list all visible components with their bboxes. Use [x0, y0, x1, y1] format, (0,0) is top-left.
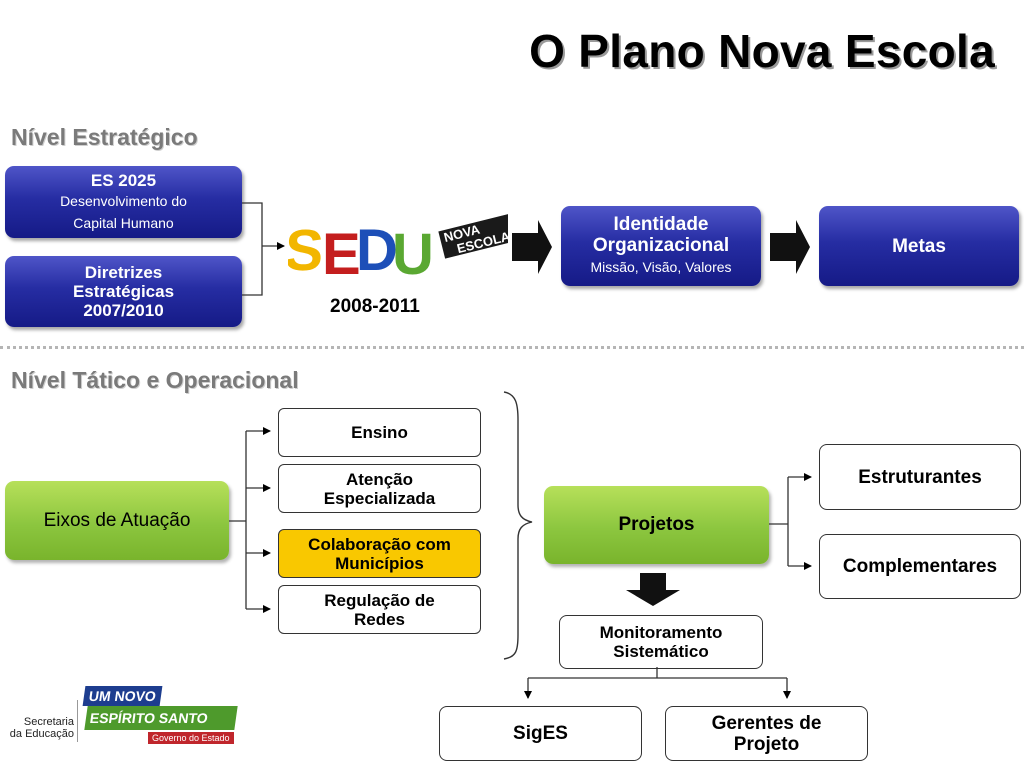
atencao-box[interactable]: Atenção Especializada	[278, 464, 481, 513]
diretrizes-box[interactable]: Diretrizes Estratégicas 2007/2010	[5, 256, 242, 327]
atencao-line1: Atenção	[345, 469, 414, 489]
ensino-box[interactable]: Ensino	[278, 408, 481, 457]
um-novo-es-logo: UM NOVO ESPÍRITO SANTO Governo do Estado	[82, 686, 238, 748]
complementares-box[interactable]: Complementares	[819, 534, 1021, 599]
arrow-to-identidade-icon	[512, 220, 552, 274]
svg-text:D: D	[356, 218, 398, 283]
regulacao-box[interactable]: Regulação de Redes	[278, 585, 481, 634]
eixos-label: Eixos de Atuação	[43, 509, 191, 531]
regulacao-line1: Regulação de	[324, 590, 435, 610]
governo-badge: Governo do Estado	[148, 732, 234, 744]
es2025-title: ES 2025	[90, 170, 157, 190]
svg-text:U: U	[392, 222, 434, 284]
ensino-label: Ensino	[351, 423, 408, 442]
identidade-line2: Organizacional	[592, 235, 730, 256]
section-divider	[0, 346, 1024, 349]
colaboracao-line1: Colaboração com	[308, 534, 451, 554]
estruturantes-label: Estruturantes	[858, 466, 982, 488]
projetos-box[interactable]: Projetos	[544, 486, 769, 564]
metas-box[interactable]: Metas	[819, 206, 1019, 286]
atencao-line2: Especializada	[323, 488, 436, 508]
projetos-label: Projetos	[618, 514, 695, 535]
identidade-box[interactable]: Identidade Organizacional Missão, Visão,…	[561, 206, 761, 286]
colaboracao-box[interactable]: Colaboração com Municípios	[278, 529, 481, 578]
period-label: 2008-2011	[330, 296, 420, 317]
monitoramento-line1: Monitoramento	[599, 623, 723, 642]
sedu-nova-escola-logo: S E D U NOVA ESCOLA	[288, 214, 508, 284]
curly-brace-icon	[503, 391, 533, 660]
monitoramento-line2: Sistemático	[613, 642, 709, 661]
diretrizes-line2: Estratégicas	[72, 282, 175, 301]
diretrizes-line1: Diretrizes	[84, 263, 163, 282]
identidade-line1: Identidade	[613, 214, 709, 235]
es2025-box[interactable]: ES 2025 Desenvolvimento do Capital Human…	[5, 166, 242, 238]
monitoramento-box[interactable]: Monitoramento Sistemático	[559, 615, 763, 669]
complementares-label: Complementares	[842, 556, 998, 577]
siges-label: SigES	[513, 723, 568, 744]
secretaria-logo: Secretaria da Educação	[8, 716, 74, 740]
secretaria-line1: Secretaria	[23, 716, 74, 728]
gerentes-line2: Projeto	[733, 733, 800, 755]
colaboracao-line2: Municípios	[335, 553, 424, 573]
footer-divider	[77, 700, 78, 742]
metas-label: Metas	[892, 235, 946, 257]
estruturantes-box[interactable]: Estruturantes	[819, 444, 1021, 510]
strategic-heading: Nível Estratégico	[11, 124, 198, 150]
arrow-to-metas-icon	[770, 220, 810, 274]
secretaria-line2: da Educação	[9, 728, 74, 740]
tactical-heading: Nível Tático e Operacional	[11, 367, 299, 393]
diretrizes-line3: 2007/2010	[83, 301, 164, 320]
es2025-line1: Desenvolvimento do	[60, 192, 187, 209]
arrow-down-icon	[626, 573, 680, 606]
gerentes-box[interactable]: Gerentes de Projeto	[665, 706, 868, 761]
eixos-tree	[229, 427, 271, 613]
es2025-line2: Capital Humano	[73, 214, 174, 231]
identidade-sub: Missão, Visão, Valores	[590, 259, 732, 275]
page-title: O Plano Nova Escola	[529, 25, 995, 77]
regulacao-line2: Redes	[353, 609, 406, 629]
gerentes-line1: Gerentes de	[711, 712, 822, 734]
um-novo-badge: UM NOVO	[82, 686, 163, 706]
eixos-box[interactable]: Eixos de Atuação	[5, 481, 229, 560]
siges-box[interactable]: SigES	[439, 706, 642, 761]
svg-text:S: S	[288, 218, 326, 283]
projetos-tree	[769, 473, 812, 570]
svg-text:E: E	[322, 222, 361, 284]
monitoramento-tree	[524, 667, 791, 699]
strategic-bracket	[242, 202, 285, 296]
espirito-santo-badge: ESPÍRITO SANTO	[84, 706, 238, 730]
